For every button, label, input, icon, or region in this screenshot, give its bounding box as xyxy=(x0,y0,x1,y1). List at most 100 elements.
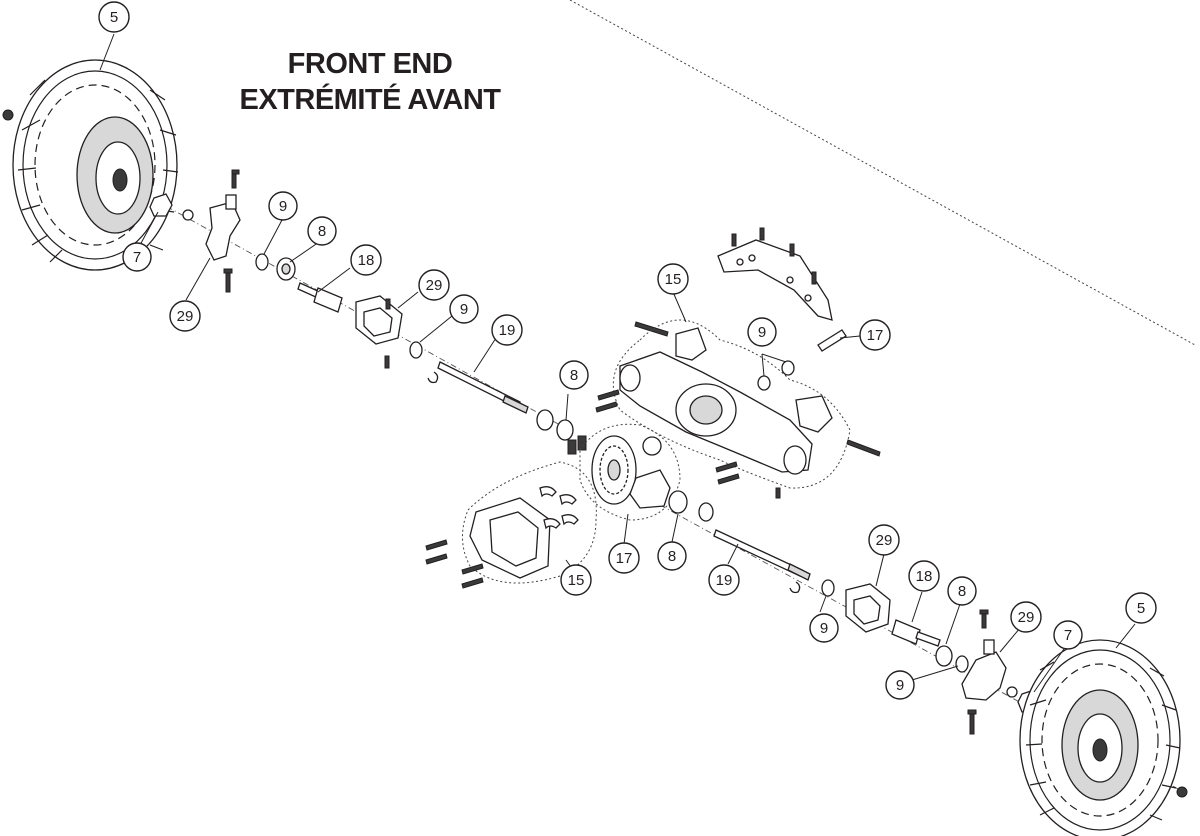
callout-18-right: 18 xyxy=(908,560,940,592)
svg-text:7: 7 xyxy=(133,249,141,266)
callout-8-d: 8 xyxy=(947,576,977,606)
svg-text:9: 9 xyxy=(460,301,468,318)
callout-9-b: 9 xyxy=(449,294,479,324)
callout-29-c-hub: 29 xyxy=(418,269,450,301)
left-wheel-nut xyxy=(2,109,14,121)
left-stub-axle xyxy=(297,282,343,313)
long-screw-right xyxy=(846,439,881,457)
callout-29-right-c-hub: 29 xyxy=(868,524,900,556)
callout-7-right-hex: 7 xyxy=(1053,620,1083,650)
callout-19-left: 19 xyxy=(491,314,523,346)
bearing-9-a xyxy=(255,253,269,271)
pinion-gear xyxy=(642,436,662,456)
right-tire xyxy=(1019,639,1181,836)
right-wheel-nut xyxy=(1176,786,1188,798)
callout-15-bottom: 15 xyxy=(560,564,592,596)
bearing-8-b xyxy=(556,419,574,441)
diff-carrier xyxy=(629,469,671,509)
callout-9-d: 9 xyxy=(809,613,839,643)
svg-text:9: 9 xyxy=(758,324,766,341)
svg-text:29: 29 xyxy=(426,277,443,294)
svg-text:8: 8 xyxy=(668,548,676,565)
e-clip-left xyxy=(427,371,439,384)
callout-18-left: 18 xyxy=(350,244,382,276)
washer-left xyxy=(536,409,554,431)
right-steering-knuckle xyxy=(961,639,1007,701)
c-hub-screw-bottom xyxy=(384,355,390,369)
diff-group-outline xyxy=(579,423,681,521)
right-hub-nut xyxy=(1006,686,1018,698)
e-clip-right xyxy=(789,581,801,594)
svg-text:18: 18 xyxy=(358,252,375,269)
left-c-hub xyxy=(355,295,403,345)
long-screw-top xyxy=(634,321,669,337)
callout-29-left-knuckle: 29 xyxy=(169,300,201,332)
callout-8-a: 8 xyxy=(307,216,337,246)
upper-link-mount xyxy=(717,239,833,321)
callout-8-b: 8 xyxy=(559,360,589,390)
bearing-9-c-2 xyxy=(781,360,795,376)
washer-right xyxy=(698,502,714,522)
c-hub-screw-top xyxy=(385,298,391,310)
diagram-title-line-2: EXTRÉMITÉ AVANT xyxy=(239,84,501,116)
svg-text:17: 17 xyxy=(867,327,884,344)
left-tire xyxy=(12,59,179,271)
svg-text:7: 7 xyxy=(1064,627,1072,644)
callout-5-left-tire: 5 xyxy=(98,1,130,33)
diff-cover-clips xyxy=(539,486,579,530)
svg-text:15: 15 xyxy=(568,572,585,589)
leader-lines xyxy=(99,33,1136,693)
svg-text:29: 29 xyxy=(177,308,194,325)
svg-text:9: 9 xyxy=(279,198,287,215)
left-knuckle-screws xyxy=(223,169,240,293)
callout-9-e: 9 xyxy=(885,670,915,700)
left-axle-shaft xyxy=(437,361,529,414)
callout-15-top: 15 xyxy=(657,263,689,295)
callout-7-left-hex: 7 xyxy=(122,242,152,272)
left-hub-hex xyxy=(149,193,173,217)
diff-cover-screws xyxy=(425,539,484,589)
diff-cover-group-outline xyxy=(462,461,597,584)
bearing-9-e xyxy=(955,655,969,673)
upper-mount-group-outline xyxy=(612,319,851,489)
pinion-shaft xyxy=(817,329,847,352)
svg-text:9: 9 xyxy=(820,620,828,637)
ring-gear xyxy=(591,435,637,505)
right-knuckle-screws xyxy=(967,609,989,735)
bearing-9-c-1 xyxy=(757,375,771,391)
svg-text:8: 8 xyxy=(570,367,578,384)
svg-text:18: 18 xyxy=(916,568,933,585)
left-hub-nut xyxy=(182,209,194,221)
svg-text:8: 8 xyxy=(958,583,966,600)
bearing-9-b xyxy=(409,341,423,359)
callout-17-top: 17 xyxy=(859,319,891,351)
svg-text:9: 9 xyxy=(896,677,904,694)
callout-19-right: 19 xyxy=(708,564,740,596)
svg-text:19: 19 xyxy=(499,322,516,339)
svg-text:8: 8 xyxy=(318,223,326,240)
callout-29-right-knuckle: 29 xyxy=(1010,601,1042,633)
callout-5-right-tire: 5 xyxy=(1125,592,1157,624)
axle-housing xyxy=(619,327,833,475)
diff-cover xyxy=(469,497,551,579)
svg-text:17: 17 xyxy=(616,550,633,567)
svg-text:15: 15 xyxy=(665,271,682,288)
section-divider-line xyxy=(569,0,1196,346)
svg-text:19: 19 xyxy=(716,572,733,589)
svg-text:5: 5 xyxy=(1137,600,1145,617)
callout-9-a: 9 xyxy=(268,191,298,221)
diagram-title-line-1: FRONT END xyxy=(287,48,453,80)
left-steering-knuckle xyxy=(205,194,241,261)
svg-text:5: 5 xyxy=(110,9,118,26)
callout-8-c: 8 xyxy=(657,541,687,571)
right-c-hub xyxy=(845,583,891,633)
bearing-8-c xyxy=(668,490,688,514)
bearing-8-d xyxy=(935,645,953,667)
upper-mount-screws xyxy=(731,227,817,285)
callout-17-bottom: 17 xyxy=(608,542,640,574)
callout-9-c: 9 xyxy=(747,317,777,347)
right-axle-shaft xyxy=(713,529,811,581)
svg-text:29: 29 xyxy=(1018,609,1035,626)
bearing-9-d xyxy=(821,579,835,597)
